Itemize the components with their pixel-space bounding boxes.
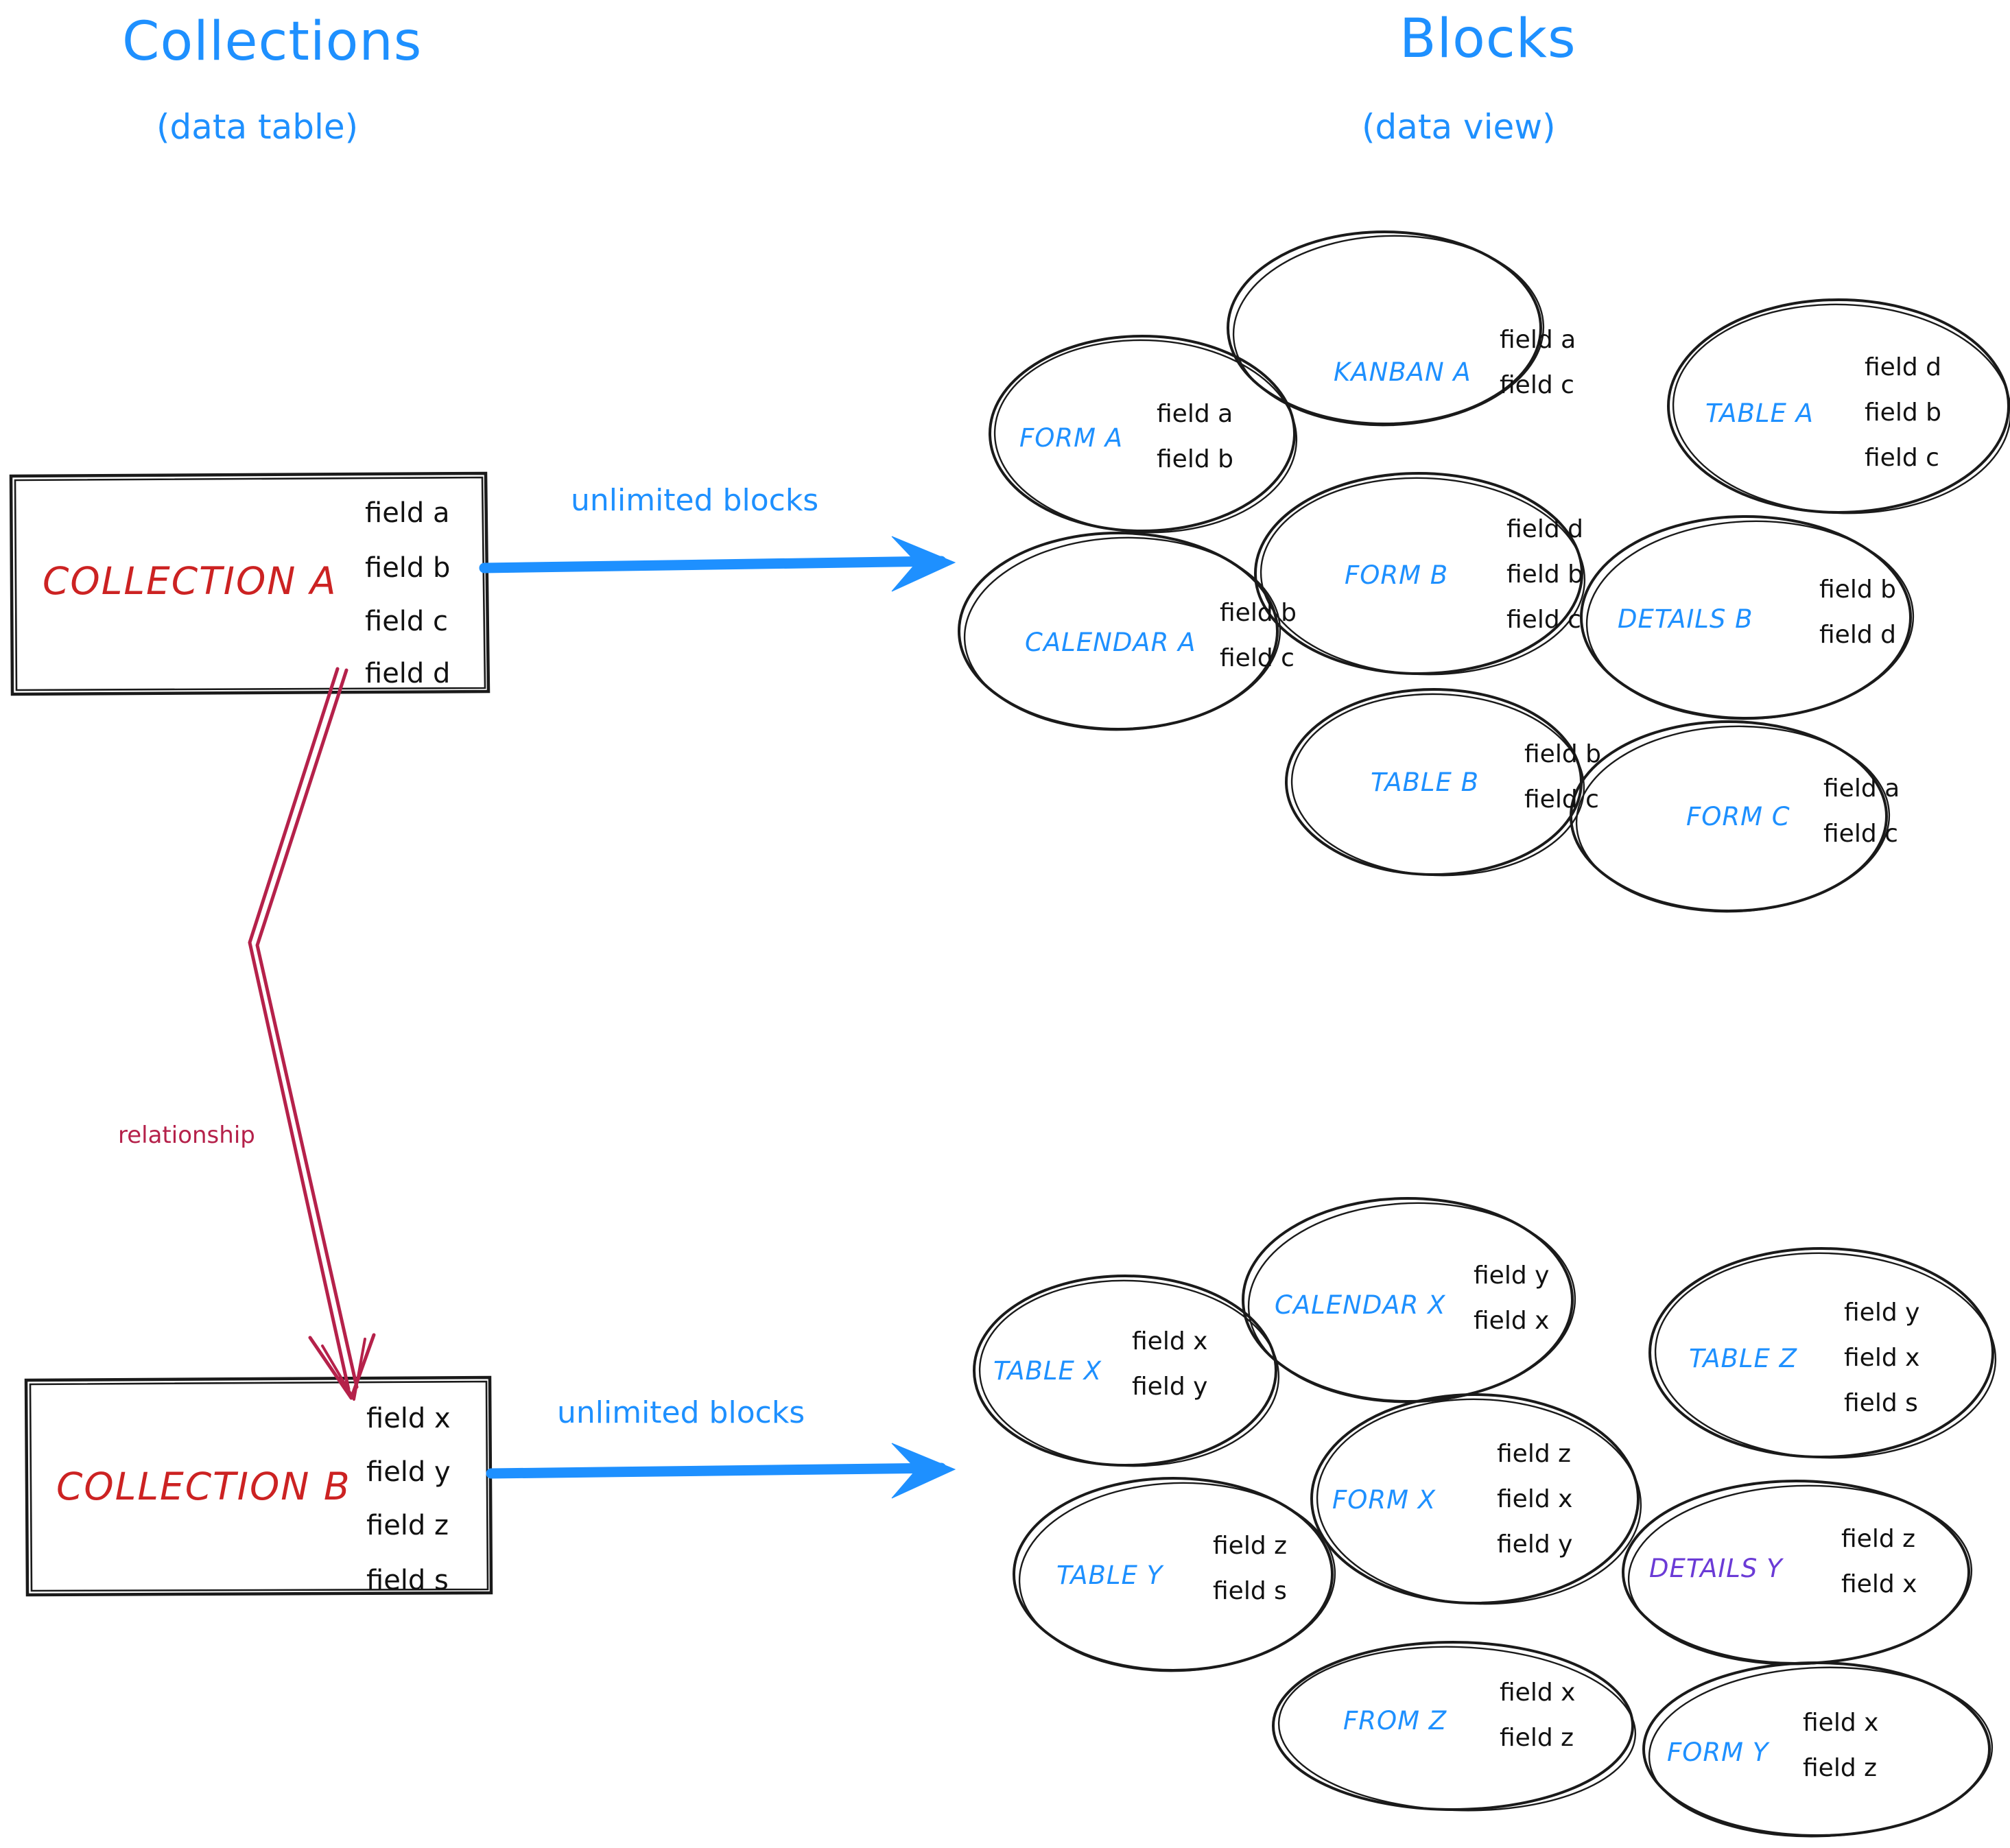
block-name: TABLE Z <box>1689 1344 1797 1373</box>
block-name: DETAILS B <box>1618 604 1753 634</box>
block-name: CALENDAR X <box>1275 1290 1446 1320</box>
collection-b-field: field x <box>366 1403 451 1434</box>
block-name: FORM Y <box>1667 1738 1769 1767</box>
block-field: field y <box>1132 1373 1208 1401</box>
ellipse-kanban-a-2 <box>1232 235 1545 427</box>
block-name: TABLE Y <box>1056 1561 1163 1590</box>
relationship-arrowhead-2 <box>321 1338 366 1401</box>
block-field: field c <box>1220 644 1294 672</box>
block-name: KANBAN A <box>1334 357 1471 387</box>
block-field: field a <box>1823 774 1900 803</box>
block-field: field a <box>1500 326 1576 354</box>
collection-b-field: field y <box>366 1456 451 1488</box>
block-field: field z <box>1213 1532 1288 1560</box>
block-name: TABLE B <box>1371 768 1480 797</box>
ellipse-table-z-2 <box>1654 1252 1997 1459</box>
block-name: FORM C <box>1686 802 1790 831</box>
block-name: DETAILS Y <box>1649 1554 1783 1583</box>
block-field: field x <box>1500 1679 1576 1707</box>
block-field: field x <box>1803 1709 1879 1737</box>
ellipse-form-x-2 <box>1316 1398 1642 1605</box>
ellipse-table-y-2 <box>1018 1482 1336 1672</box>
ellipse-kanban-a <box>1227 230 1542 425</box>
block-name: FORM B <box>1345 560 1449 590</box>
arrow-label-top: unlimited blocks <box>571 483 819 518</box>
block-name: FROM Z <box>1343 1706 1447 1736</box>
ellipse-form-a <box>989 335 1296 532</box>
arrow-label-bottom: unlimited blocks <box>557 1395 805 1430</box>
block-field: field s <box>1213 1577 1287 1605</box>
block-field: field c <box>1506 606 1581 634</box>
unlimited-blocks-arrow-bottom <box>486 1443 956 1499</box>
collection-a-rect-stroke-2 <box>14 476 486 691</box>
block-name: TABLE A <box>1705 399 1814 428</box>
block-field: field z <box>1500 1724 1574 1752</box>
collection-a-field: field c <box>365 606 449 637</box>
block-field: field x <box>1841 1570 1917 1598</box>
block-name: CALENDAR A <box>1025 628 1196 657</box>
block-name: FORM A <box>1019 423 1124 453</box>
ellipse-table-a-2 <box>1672 303 2010 514</box>
ellipse-from-z-2 <box>1277 1646 1637 1812</box>
relationship-arrowhead <box>308 1333 376 1400</box>
unlimited-blocks-arrow-top <box>479 536 956 592</box>
relationship-connector <box>248 667 376 1401</box>
collection-b-rect-stroke <box>24 1375 493 1597</box>
collection-a-rect-stroke <box>9 471 490 696</box>
collection-b-field: field s <box>366 1565 449 1596</box>
block-field: field b <box>1157 445 1233 473</box>
collection-a-field: field b <box>365 552 451 584</box>
collection-b-rect-stroke-2 <box>29 1380 489 1592</box>
ellipse-calendar-a-2 <box>963 536 1281 731</box>
block-name: TABLE X <box>993 1356 1102 1386</box>
ellipse-form-y-2 <box>1648 1666 1994 1838</box>
collection-a-field: field d <box>365 658 451 689</box>
block-field: field z <box>1803 1754 1878 1782</box>
block-field: field x <box>1132 1327 1208 1355</box>
ellipse-form-b-2 <box>1260 477 1586 676</box>
block-field: field z <box>1497 1440 1572 1468</box>
block-name: FORM X <box>1332 1485 1436 1515</box>
collection-b-name: COLLECTION B <box>56 1465 351 1508</box>
block-field: field b <box>1865 399 1941 427</box>
block-field: field y <box>1497 1530 1573 1559</box>
block-field: field s <box>1844 1389 1918 1417</box>
block-field: field x <box>1497 1485 1573 1513</box>
block-field: field a <box>1157 400 1233 428</box>
collection-b-field: field z <box>366 1510 449 1541</box>
ellipse-form-c-2 <box>1575 725 1891 913</box>
block-field: field b <box>1220 599 1297 627</box>
block-field: field x <box>1844 1344 1920 1372</box>
block-field: field y <box>1474 1261 1550 1290</box>
block-field: field d <box>1865 353 1941 381</box>
collection-a-name: COLLECTION A <box>43 559 338 603</box>
ellipse-table-b-2 <box>1290 693 1585 877</box>
subtitle-collections: (data table) <box>156 107 359 147</box>
block-field: field b <box>1524 740 1601 768</box>
block-field: field x <box>1474 1307 1550 1335</box>
block-field: field z <box>1841 1525 1916 1553</box>
block-field: field y <box>1844 1299 1920 1327</box>
block-field: field b <box>1506 560 1583 589</box>
block-field: field d <box>1819 621 1896 649</box>
block-field: field c <box>1500 371 1574 399</box>
block-field: field c <box>1524 785 1599 814</box>
relationship-label: relationship <box>118 1122 255 1149</box>
block-field: field c <box>1823 820 1898 848</box>
ellipse-table-x-2 <box>978 1279 1280 1467</box>
subtitle-blocks: (data view) <box>1362 107 1556 147</box>
page-title-blocks: Blocks <box>1399 8 1576 70</box>
block-field: field c <box>1865 444 1939 472</box>
ellipse-details-b-2 <box>1585 520 1915 720</box>
page-title-collections: Collections <box>122 11 423 73</box>
block-field: field d <box>1506 515 1583 543</box>
block-field: field b <box>1819 576 1896 604</box>
ellipse-form-a-2 <box>993 339 1298 534</box>
collection-a-field: field a <box>365 497 450 529</box>
